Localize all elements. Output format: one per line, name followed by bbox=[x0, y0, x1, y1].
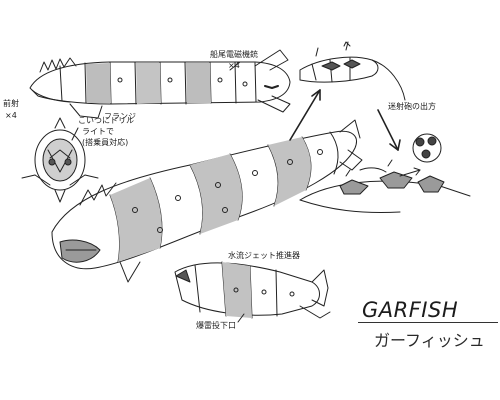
tail-gun-count: ×4 bbox=[228, 61, 240, 70]
title-japanese: ガーフィッシュ bbox=[374, 331, 485, 350]
water-jet-label: 水流ジェット推進器 bbox=[228, 251, 300, 260]
tail-gun-label: 船尾電磁機銃 bbox=[210, 50, 258, 59]
side-label-fragment: 前射 bbox=[3, 99, 19, 108]
arrows bbox=[289, 89, 421, 177]
missile-launch-label: 迷射砲の出方 bbox=[388, 102, 436, 111]
mouth-note-line2: ライトで bbox=[82, 127, 114, 136]
front-view-hull bbox=[21, 117, 99, 203]
launcher-top-detail bbox=[299, 41, 406, 101]
title-english: GARFISH bbox=[362, 298, 459, 322]
mouth-note-line1: こいつにドリル bbox=[78, 116, 134, 125]
side-view-hull bbox=[29, 49, 291, 119]
lower-detail-hull bbox=[174, 261, 331, 323]
flange-label: フランジ bbox=[104, 112, 136, 121]
title-underline bbox=[358, 322, 498, 323]
main-perspective-hull bbox=[51, 119, 363, 283]
mouth-note-line3: (搭乗員対応) bbox=[82, 138, 129, 147]
launcher-open-detail bbox=[299, 159, 471, 213]
side-count: ×4 bbox=[5, 111, 17, 120]
depth-charge-label: 爆雷投下口 bbox=[196, 321, 236, 330]
launcher-tube-end bbox=[412, 133, 442, 163]
